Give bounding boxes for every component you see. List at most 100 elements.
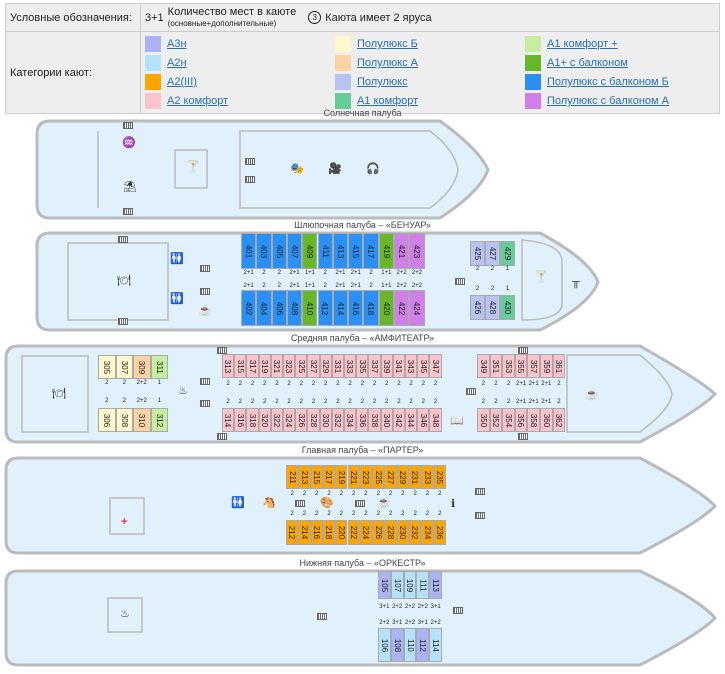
cabin-324[interactable]: 324: [283, 408, 296, 432]
cabin-337[interactable]: 337: [368, 354, 381, 378]
cabin-412[interactable]: 412: [317, 290, 333, 326]
cabin-353[interactable]: 353: [502, 354, 515, 378]
cabin-305[interactable]: 305: [98, 355, 116, 379]
cabin-106[interactable]: 106: [378, 628, 391, 662]
cabin-309[interactable]: 309: [133, 355, 151, 379]
cabin-211[interactable]: 211: [286, 465, 299, 489]
category-link[interactable]: А1 комфорт +: [547, 38, 618, 50]
cabin-219[interactable]: 219: [335, 465, 348, 489]
category-link[interactable]: Полулюкс с балконом А: [547, 95, 669, 107]
cabin-347[interactable]: 347: [429, 354, 442, 378]
category-a2n[interactable]: А2н: [145, 55, 335, 71]
cabin-310[interactable]: 310: [133, 408, 151, 432]
cabin-342[interactable]: 342: [392, 408, 405, 432]
cabin-112[interactable]: 112: [416, 628, 430, 662]
cabin-423[interactable]: 423: [409, 233, 425, 269]
cabin-313[interactable]: 313: [222, 354, 235, 378]
cabin-408[interactable]: 408: [286, 290, 303, 326]
cabin-332[interactable]: 332: [331, 408, 344, 432]
cabin-314[interactable]: 314: [222, 408, 235, 432]
cabin-416[interactable]: 416: [348, 290, 364, 326]
cabin-410[interactable]: 410: [302, 290, 318, 326]
cabin-232[interactable]: 232: [409, 520, 422, 545]
category-link[interactable]: Полулюкс Б: [357, 38, 418, 50]
cabin-357[interactable]: 357: [527, 354, 540, 378]
cabin-319[interactable]: 319: [258, 354, 271, 378]
cabin-212[interactable]: 212: [286, 520, 299, 545]
cabin-401[interactable]: 401: [241, 233, 257, 269]
cabin-359[interactable]: 359: [540, 354, 553, 378]
category-a1b[interactable]: А1+ с балконом: [525, 55, 715, 71]
category-link[interactable]: А2 комфорт: [167, 95, 229, 107]
cabin-428[interactable]: 428: [485, 295, 500, 320]
cabin-107[interactable]: 107: [390, 571, 404, 599]
cabin-335[interactable]: 335: [356, 354, 369, 378]
cabin-338[interactable]: 338: [368, 408, 381, 432]
cabin-227[interactable]: 227: [384, 465, 397, 489]
cabin-356[interactable]: 356: [514, 408, 528, 432]
cabin-348[interactable]: 348: [429, 408, 442, 432]
cabin-430[interactable]: 430: [500, 295, 515, 320]
cabin-345[interactable]: 345: [417, 354, 430, 378]
cabin-362[interactable]: 362: [552, 408, 566, 432]
cabin-405[interactable]: 405: [271, 233, 287, 269]
cabin-331[interactable]: 331: [331, 354, 344, 378]
cabin-415[interactable]: 415: [348, 233, 364, 269]
cabin-409[interactable]: 409: [302, 233, 318, 269]
cabin-306[interactable]: 306: [98, 408, 116, 432]
cabin-421[interactable]: 421: [394, 233, 410, 269]
cabin-321[interactable]: 321: [270, 354, 283, 378]
cabin-322[interactable]: 322: [270, 408, 283, 432]
category-a1k[interactable]: А1 комфорт: [335, 93, 525, 109]
category-link[interactable]: А1+ с балконом: [547, 57, 628, 69]
cabin-420[interactable]: 420: [378, 290, 394, 326]
category-link[interactable]: Полулюкс с балконом Б: [547, 76, 669, 88]
cabin-312[interactable]: 312: [150, 408, 168, 432]
cabin-361[interactable]: 361: [552, 354, 566, 378]
cabin-403[interactable]: 403: [256, 233, 272, 269]
category-link[interactable]: А2н: [167, 57, 187, 69]
cabin-402[interactable]: 402: [241, 290, 257, 326]
cabin-114[interactable]: 114: [429, 628, 442, 662]
category-a2iii[interactable]: А2(III): [145, 74, 335, 90]
cabin-218[interactable]: 218: [322, 520, 336, 545]
category-link[interactable]: Полулюкс А: [357, 57, 418, 69]
cabin-307[interactable]: 307: [115, 355, 133, 379]
cabin-352[interactable]: 352: [489, 408, 503, 432]
cabin-419[interactable]: 419: [378, 233, 394, 269]
cabin-411[interactable]: 411: [317, 233, 333, 269]
cabin-427[interactable]: 427: [485, 241, 500, 266]
cabin-327[interactable]: 327: [307, 354, 320, 378]
cabin-236[interactable]: 236: [433, 520, 446, 545]
cabin-407[interactable]: 407: [286, 233, 303, 269]
cabin-349[interactable]: 349: [477, 354, 490, 378]
category-a2k[interactable]: А2 комфорт: [145, 93, 335, 109]
cabin-233[interactable]: 233: [421, 465, 434, 489]
cabin-329[interactable]: 329: [319, 354, 332, 378]
cabin-235[interactable]: 235: [433, 465, 446, 489]
category-link[interactable]: А2(III): [167, 76, 197, 88]
cabin-214[interactable]: 214: [298, 520, 311, 545]
cabin-328[interactable]: 328: [307, 408, 320, 432]
cabin-230[interactable]: 230: [396, 520, 409, 545]
cabin-360[interactable]: 360: [540, 408, 553, 432]
cabin-228[interactable]: 228: [384, 520, 397, 545]
cabin-354[interactable]: 354: [502, 408, 515, 432]
cabin-316[interactable]: 316: [234, 408, 247, 432]
cabin-234[interactable]: 234: [421, 520, 434, 545]
cabin-318[interactable]: 318: [246, 408, 259, 432]
cabin-109[interactable]: 109: [403, 571, 417, 599]
cabin-350[interactable]: 350: [477, 408, 490, 432]
cabin-346[interactable]: 346: [417, 408, 430, 432]
category-pla[interactable]: Полулюкс А: [335, 55, 525, 71]
cabin-330[interactable]: 330: [319, 408, 332, 432]
cabin-216[interactable]: 216: [310, 520, 323, 545]
cabin-215[interactable]: 215: [310, 465, 323, 489]
category-a1kp[interactable]: А1 комфорт +: [525, 36, 715, 52]
cabin-113[interactable]: 113: [429, 571, 442, 599]
cabin-336[interactable]: 336: [356, 408, 369, 432]
cabin-225[interactable]: 225: [372, 465, 385, 489]
cabin-320[interactable]: 320: [258, 408, 271, 432]
cabin-110[interactable]: 110: [403, 628, 417, 662]
category-link[interactable]: А3н: [167, 38, 187, 50]
